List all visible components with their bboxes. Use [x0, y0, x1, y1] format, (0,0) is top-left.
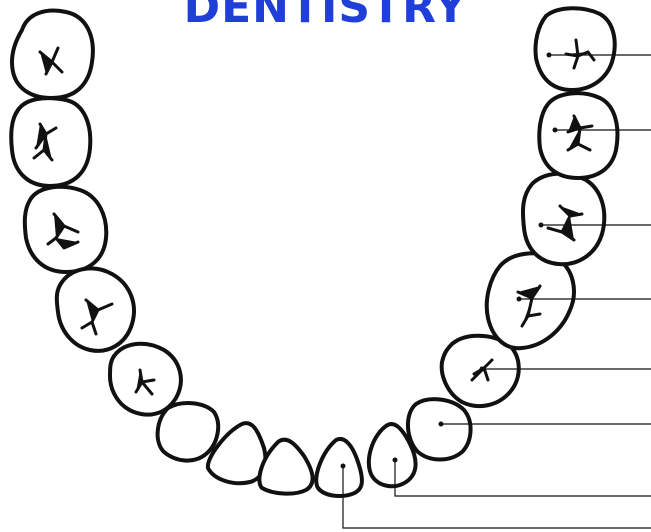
tooth-right-first-molar	[523, 174, 604, 265]
tooth-right-central-incisor	[316, 439, 362, 496]
tooth-left-central-incisor	[259, 440, 312, 494]
leader-line-lateral-incisor	[393, 458, 651, 497]
tooth-left-first-molar	[25, 187, 106, 272]
tooth-left-canine	[158, 403, 219, 461]
tooth-left-first-premolar	[110, 344, 181, 415]
tooth-right-canine	[408, 399, 471, 459]
tooth-left-second-premolar	[57, 268, 134, 350]
tooth-right-second-premolar	[487, 253, 574, 348]
tooth-right-second-molar	[539, 93, 617, 178]
tooth-left-third-molar	[12, 11, 93, 98]
tooth-left-second-molar	[11, 98, 90, 186]
tooth-right-third-molar	[535, 8, 614, 90]
